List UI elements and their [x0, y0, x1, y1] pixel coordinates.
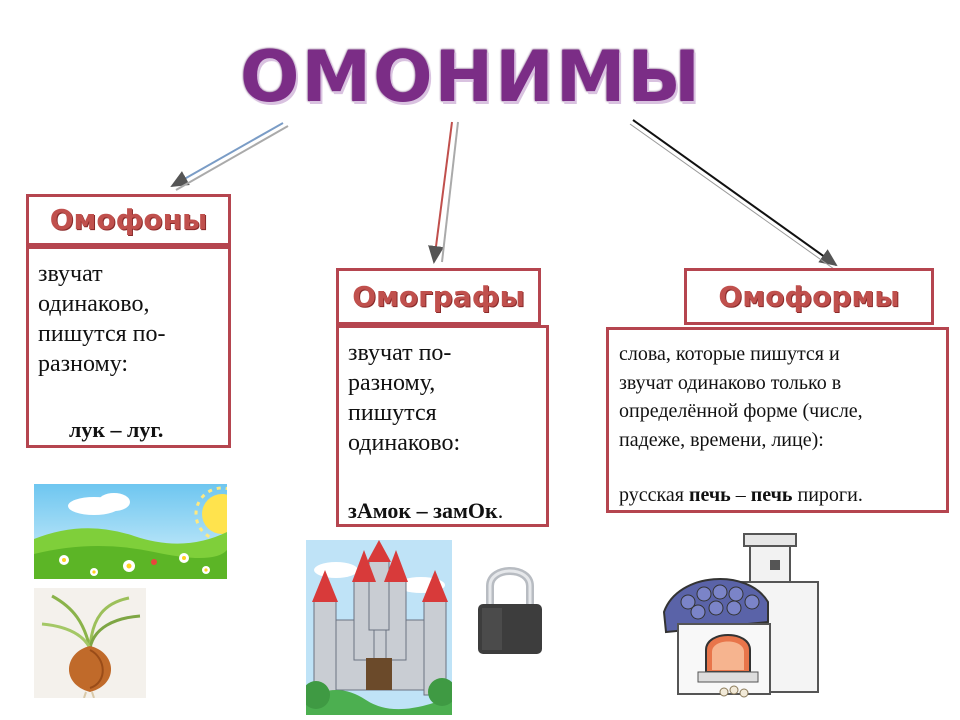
- arrow-to-homophones: [170, 122, 289, 191]
- homographs-heading-box: Омографы: [336, 268, 541, 325]
- homoforms-heading: Омоформы: [718, 280, 900, 313]
- homoforms-heading-box: Омоформы: [684, 268, 934, 325]
- onion-image: [34, 588, 146, 698]
- homographs-example-words: зАмок – замОк: [348, 498, 498, 523]
- homophones-description-box: звучат одинаково, пишутся по- разному: л…: [26, 246, 231, 448]
- homoforms-example-part-4: печь: [750, 484, 793, 506]
- homographs-description-box: звучат по- разному, пишутся одинаково: з…: [336, 325, 549, 527]
- homoforms-example-part-2: печь: [688, 484, 731, 506]
- meadow-image: [34, 484, 227, 579]
- homophones-heading: Омофоны: [49, 203, 208, 236]
- homographs-example-period: .: [497, 498, 504, 523]
- homoforms-example-part-3: –: [730, 484, 751, 506]
- arrow-to-homographs: [428, 121, 459, 264]
- arrow-to-homoforms: [629, 119, 838, 270]
- padlock-image: [472, 558, 548, 658]
- homoforms-example-part-5: пироги.: [792, 484, 863, 506]
- stove-image: [658, 532, 824, 702]
- diagram-title: ОМОНИМЫ: [240, 36, 703, 118]
- homophones-description: звучат одинаково, пишутся по- разному:: [38, 261, 166, 377]
- homoforms-description-box: слова, которые пишутся и звучат одинаков…: [606, 327, 949, 513]
- castle-image: [306, 540, 452, 715]
- homographs-heading: Омографы: [352, 280, 525, 313]
- homoforms-description: слова, которые пишутся и звучат одинаков…: [619, 343, 863, 451]
- homoforms-example-part-1: русская: [619, 484, 689, 506]
- homophones-heading-box: Омофоны: [26, 194, 231, 246]
- homographs-example: зАмок – замОк.: [348, 498, 503, 524]
- homographs-description: звучат по- разному, пишутся одинаково:: [348, 340, 461, 456]
- homoforms-example: русская печь – печь пироги.: [619, 484, 863, 507]
- homophones-example: лук – луг.: [69, 417, 164, 442]
